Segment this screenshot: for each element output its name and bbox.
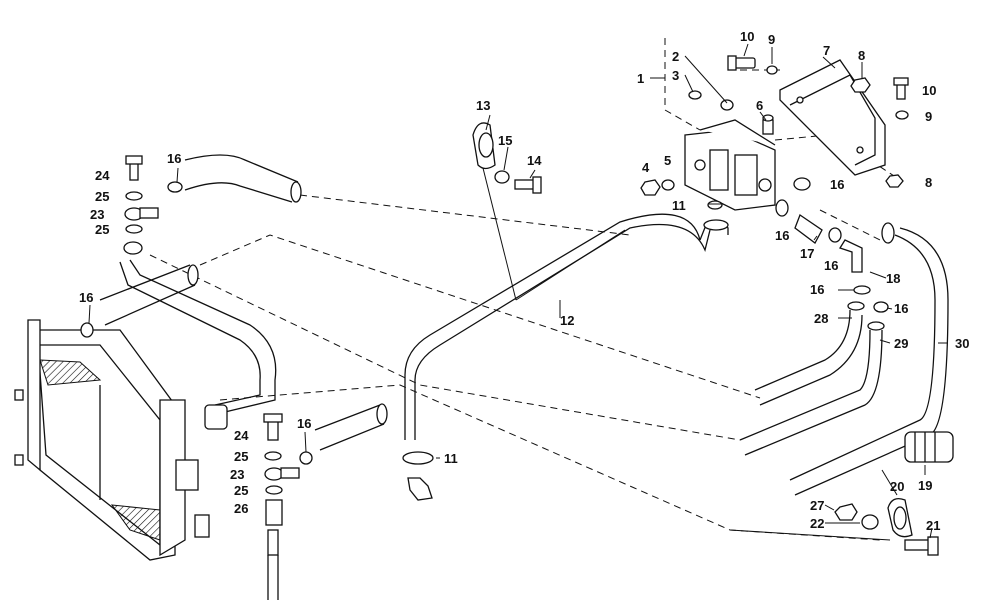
callout-16-upper-left: 16 (167, 151, 181, 166)
callout-6: 6 (756, 98, 763, 113)
callout-10-top: 10 (740, 29, 754, 44)
callout-13: 13 (476, 98, 490, 113)
valve-block (684, 119, 776, 211)
left-hose-lines (99, 154, 388, 451)
routing-dashed-lines (149, 38, 901, 541)
leader-lines (88, 43, 948, 541)
callout-15: 15 (498, 133, 512, 148)
callout-5: 5 (664, 153, 671, 168)
hose-12 (404, 213, 729, 440)
callout-24-upper: 24 (95, 168, 110, 183)
callout-16-valve-below: 16 (775, 228, 789, 243)
callout-11-top: 11 (672, 198, 686, 213)
callout-21: 21 (926, 518, 940, 533)
callout-25-lower-2: 25 (234, 483, 248, 498)
callout-16-valve-right: 16 (830, 177, 844, 192)
right-hoses (739, 222, 949, 496)
callout-7: 7 (823, 43, 830, 58)
mounting-bracket (779, 59, 886, 176)
callout-12: 12 (560, 313, 574, 328)
callout-4: 4 (642, 160, 650, 175)
callout-2: 2 (672, 49, 679, 64)
callout-3: 3 (672, 68, 679, 83)
callout-16-left-of-28: 16 (810, 282, 824, 297)
small-fittings (80, 55, 954, 600)
callout-25-lower-1: 25 (234, 449, 248, 464)
callout-9-right: 9 (925, 109, 932, 124)
callout-8-top: 8 (858, 48, 865, 63)
callout-29: 29 (894, 336, 908, 351)
callout-22: 22 (810, 516, 824, 531)
callout-labels: 1 2 3 4 5 6 7 8 8 9 9 10 10 11 11 12 13 … (79, 29, 969, 533)
callout-20: 20 (890, 479, 904, 494)
radiator-core (14, 319, 210, 561)
callout-27: 27 (810, 498, 824, 513)
callout-11-bottom: 11 (444, 451, 458, 466)
callout-16-mid: 16 (824, 258, 838, 273)
callout-8-right: 8 (925, 175, 932, 190)
callout-19: 19 (918, 478, 932, 493)
callout-16-right-of-29: 16 (894, 301, 908, 316)
callout-28: 28 (814, 311, 828, 326)
callout-18: 18 (886, 271, 900, 286)
callout-24-lower: 24 (234, 428, 249, 443)
callout-1: 1 (637, 71, 644, 86)
callout-16-radiator: 16 (79, 290, 93, 305)
callout-17: 17 (800, 246, 814, 261)
callout-9-top: 9 (768, 32, 775, 47)
callout-25-upper-1: 25 (95, 189, 109, 204)
callout-30: 30 (955, 336, 969, 351)
callout-26: 26 (234, 501, 248, 516)
callout-16-lower: 16 (297, 416, 311, 431)
callout-23-lower: 23 (230, 467, 244, 482)
callout-25-upper-2: 25 (95, 222, 109, 237)
callout-23-upper: 23 (90, 207, 104, 222)
callout-14: 14 (527, 153, 542, 168)
callout-10-right: 10 (922, 83, 936, 98)
